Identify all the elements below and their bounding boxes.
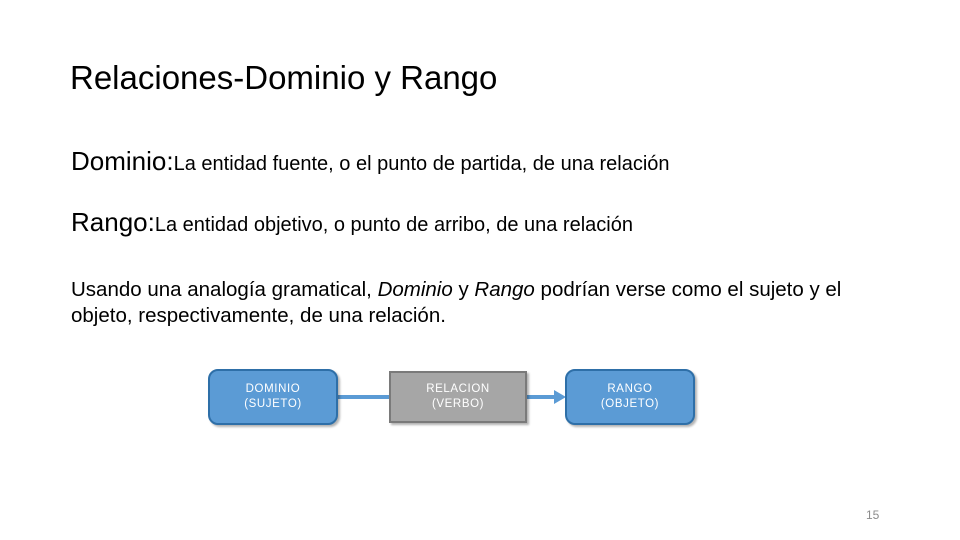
definition-dominio: Dominio:La entidad fuente, o el punto de…: [71, 145, 901, 180]
diagram-node-range-line1: RANGO: [607, 383, 653, 395]
paragraph-part-1: Usando una analogía gramatical,: [71, 278, 378, 301]
page-title: Relaciones-Dominio y Rango: [70, 59, 498, 96]
body-text-block: Dominio:La entidad fuente, o el punto de…: [71, 145, 901, 329]
arrow-head-icon: [554, 390, 566, 404]
diagram-node-relation: RELACION (VERBO): [389, 371, 527, 423]
diagram-node-domain-line1: DOMINIO: [245, 383, 301, 395]
definition-term-dominio: Dominio:: [71, 146, 174, 176]
diagram-node-domain-line2: (SUJETO): [244, 398, 302, 410]
definition-rango: Rango:La entidad objetivo, o punto de ar…: [71, 206, 901, 241]
diagram-node-domain: DOMINIO (SUJETO): [208, 369, 338, 425]
definition-term-rango: Rango:: [71, 207, 155, 237]
diagram-node-range-line2: (OBJETO): [600, 398, 660, 410]
paragraph-part-3: podrían verse como el sujeto y el objeto…: [71, 278, 842, 327]
analogy-paragraph: Usando una analogía gramatical, Dominio …: [71, 277, 891, 329]
paragraph-part-2: y: [452, 278, 475, 301]
paragraph-italic-dominio: Dominio: [377, 278, 453, 301]
relation-flow-diagram: DOMINIO (SUJETO) RELACION (VERBO) RANGO …: [208, 367, 708, 431]
connector-relation-to-range: [526, 395, 556, 399]
diagram-node-range: RANGO (OBJETO): [565, 369, 695, 425]
diagram-node-relation-line1: RELACION: [426, 383, 490, 395]
diagram-node-relation-line2: (VERBO): [431, 398, 485, 410]
definition-text-rango: La entidad objetivo, o punto de arribo, …: [154, 214, 633, 236]
paragraph-italic-rango: Rango: [474, 278, 535, 301]
definition-text-dominio: La entidad fuente, o el punto de partida…: [173, 153, 670, 175]
connector-domain-to-relation: [337, 395, 391, 399]
page-number: 15: [866, 508, 880, 522]
